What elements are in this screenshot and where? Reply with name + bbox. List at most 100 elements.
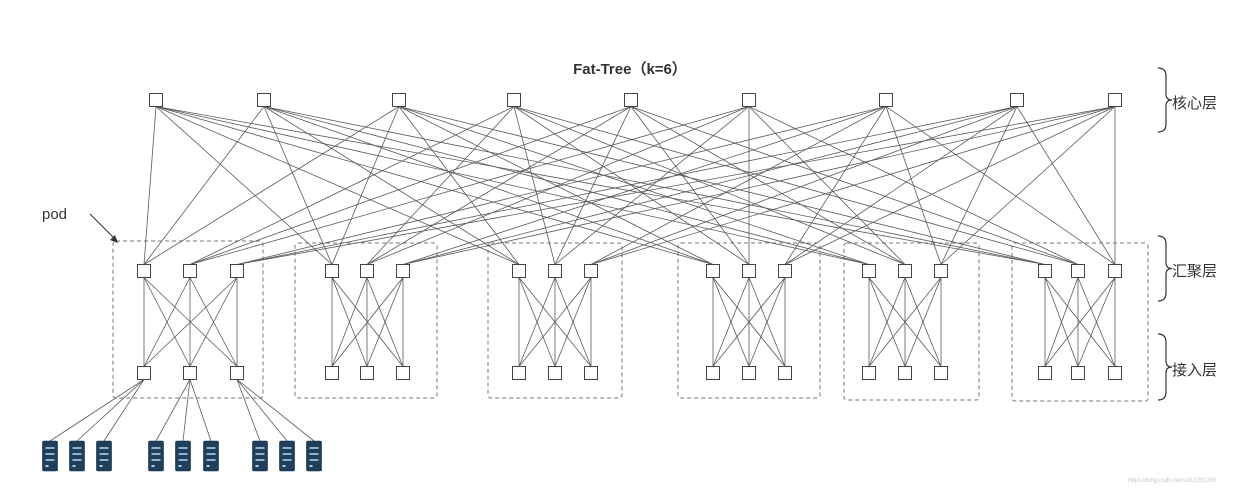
edge-switch: [137, 366, 151, 380]
server-body: [42, 440, 58, 472]
aggregation-switch: [584, 264, 598, 278]
server-slot: [45, 459, 55, 461]
server-slot: [255, 447, 265, 449]
core-aggregation-link: [402, 106, 1018, 265]
server-slot: [72, 453, 82, 455]
core-aggregation-link: [236, 106, 1116, 265]
core-aggregation-link: [1016, 106, 1116, 265]
server-body: [252, 440, 268, 472]
aggregation-edge-link: [143, 277, 191, 367]
core-layer-brace: [1157, 67, 1173, 133]
server-slot: [151, 453, 161, 455]
core-aggregation-link: [784, 106, 887, 265]
server-icon: [96, 440, 112, 472]
edge-switch: [862, 366, 876, 380]
edge-server-link: [49, 379, 145, 442]
server-led: [72, 465, 76, 467]
aggregation-edge-link: [518, 277, 592, 367]
core-aggregation-link: [155, 106, 870, 265]
edge-switch: [512, 366, 526, 380]
edge-switch: [325, 366, 339, 380]
server-icon: [306, 440, 322, 472]
pod-boundaries: [112, 240, 1149, 402]
aggregation-edge-link: [748, 277, 786, 367]
core-aggregation-link: [590, 106, 887, 265]
server-led: [151, 465, 155, 467]
edge-server-link: [236, 379, 261, 442]
aggregation-edge-link: [189, 277, 238, 367]
core-switch: [507, 93, 521, 107]
server-icon: [279, 440, 295, 472]
core-aggregation-link: [263, 106, 1046, 265]
aggregation-switch: [706, 264, 720, 278]
core-switch: [257, 93, 271, 107]
diagram-title: Fat-Tree（k=6）: [573, 61, 687, 78]
server-slot: [282, 447, 292, 449]
server-slot: [72, 459, 82, 461]
edge-switch: [934, 366, 948, 380]
core-switch: [149, 93, 163, 107]
core-switch: [879, 93, 893, 107]
server-slot: [72, 447, 82, 449]
server-slot: [45, 453, 55, 455]
aggregation-layer-label: 汇聚层: [1172, 262, 1218, 280]
edge-switch: [396, 366, 410, 380]
edge-server-link: [76, 379, 145, 442]
edge-server-link: [189, 379, 212, 442]
core-aggregation-link: [236, 106, 887, 265]
pod-arrow: [89, 213, 118, 243]
aggregation-edge-link: [331, 277, 404, 367]
server-body: [148, 440, 164, 472]
aggregation-switch: [325, 264, 339, 278]
server-slot: [151, 447, 161, 449]
server-slot: [309, 459, 319, 461]
core-aggregation-link: [398, 106, 520, 265]
edge-switch: [183, 366, 197, 380]
core-aggregation-link: [263, 106, 870, 265]
core-aggregation-link: [189, 106, 750, 265]
server-body: [306, 440, 322, 472]
core-aggregation-link: [402, 106, 887, 265]
core-aggregation-link: [189, 106, 632, 265]
core-aggregation-link: [366, 106, 515, 265]
core-aggregation-link: [236, 106, 1018, 265]
core-switch: [624, 93, 638, 107]
aggregation-edge-link: [868, 277, 942, 367]
pod-arrow-shaft: [89, 213, 117, 241]
pod-boundary: [843, 242, 980, 401]
aggregation-switch: [512, 264, 526, 278]
core-aggregation-link: [143, 106, 265, 265]
core-aggregation-link: [784, 106, 1018, 265]
core-aggregation-link: [398, 106, 1046, 265]
server-led: [255, 465, 259, 467]
server-body: [175, 440, 191, 472]
edge-switch: [742, 366, 756, 380]
aggregation-switch: [898, 264, 912, 278]
server-slot: [206, 447, 216, 449]
aggregation-layer-brace: [1157, 235, 1173, 302]
server-led: [178, 465, 182, 467]
core-layer-label: 核心层: [1172, 94, 1218, 112]
aggregation-switch: [230, 264, 244, 278]
access-layer-brace: [1157, 333, 1173, 401]
edge-switch: [898, 366, 912, 380]
aggregation-edge-link: [366, 277, 404, 367]
aggregation-switch: [137, 264, 151, 278]
core-aggregation-link: [398, 106, 714, 265]
edge-server-link: [103, 379, 145, 442]
server-slot: [99, 447, 109, 449]
edge-switch: [548, 366, 562, 380]
server-slot: [45, 447, 55, 449]
edge-switch: [706, 366, 720, 380]
server-slot: [206, 459, 216, 461]
core-aggregation-link: [513, 106, 556, 265]
server-icon: [69, 440, 85, 472]
core-switch: [1108, 93, 1122, 107]
link-layer: [49, 106, 1116, 442]
server-body: [69, 440, 85, 472]
core-aggregation-link: [630, 106, 1079, 265]
aggregation-switch: [1108, 264, 1122, 278]
core-aggregation-link: [331, 106, 400, 265]
core-aggregation-link: [189, 106, 515, 265]
